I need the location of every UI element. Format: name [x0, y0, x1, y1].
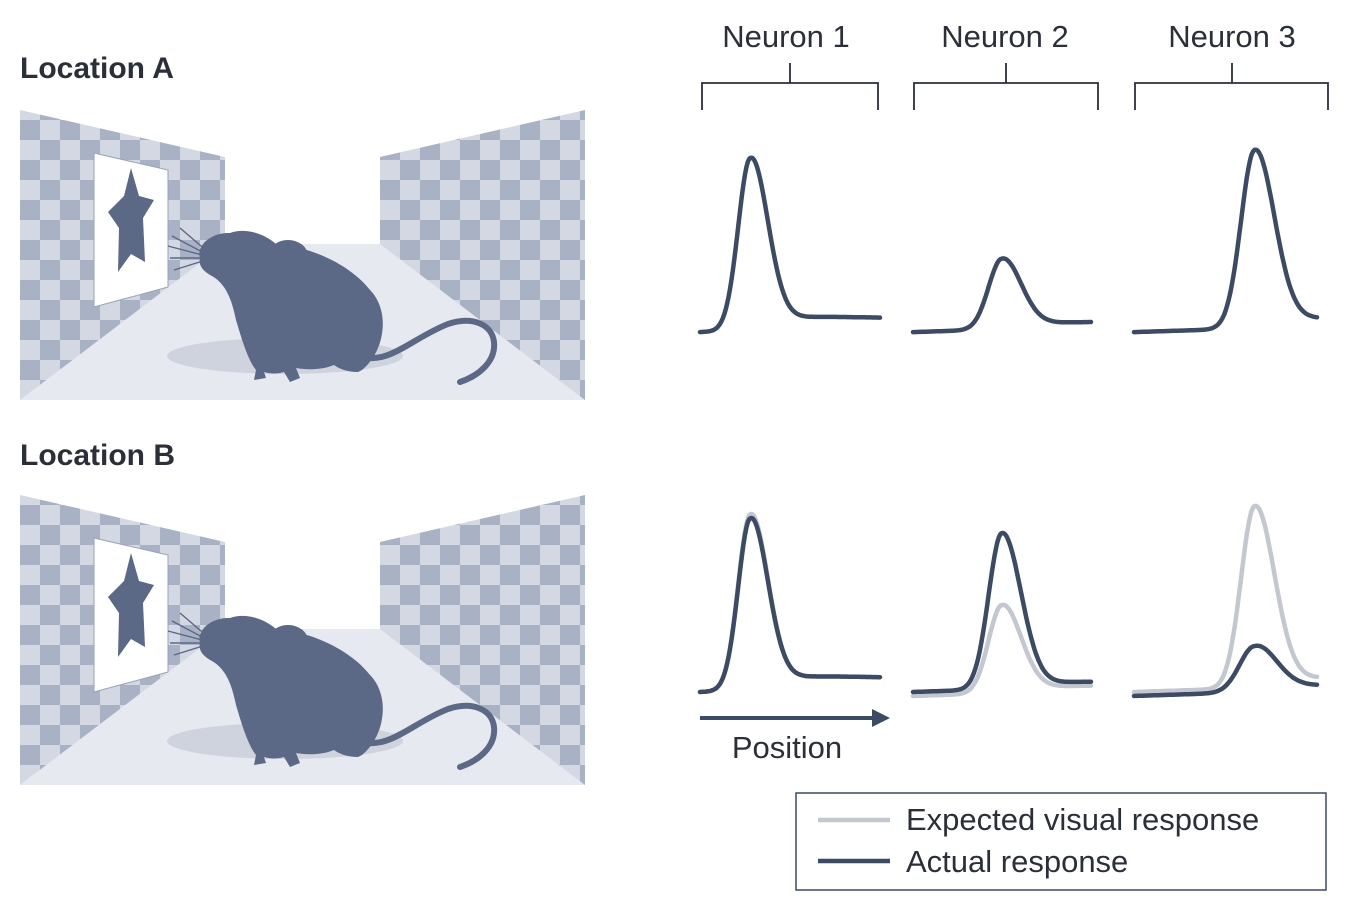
legend-actual-label: Actual response — [906, 844, 1128, 879]
location-a-neuron-3-actual-curve — [1131, 147, 1320, 335]
star-icon — [108, 553, 154, 657]
mouse-silhouette — [167, 227, 498, 385]
star-icon — [108, 168, 154, 272]
position-axis: Position — [700, 709, 890, 765]
neuron-3-bracket — [1134, 63, 1329, 110]
neuron-2-bracket — [913, 63, 1099, 110]
location-b-neuron-2-actual-curve — [910, 530, 1094, 695]
response-curves — [697, 147, 1320, 699]
location-b-label: Location B — [20, 439, 175, 472]
corridor-scene-a — [20, 110, 585, 400]
location-a-neuron-2-actual-curve — [910, 256, 1094, 335]
location-a-neuron-1-actual-curve — [697, 155, 883, 335]
location-b-neuron-3-actual-curve — [1131, 643, 1320, 699]
right-wall — [380, 110, 585, 400]
neuron-1-bracket — [701, 63, 879, 110]
neuron-1-label: Neuron 1 — [722, 19, 850, 54]
mouse-silhouette — [167, 612, 498, 770]
location-b-neuron-2-expected-curve — [910, 602, 1094, 699]
location-a-label: Location A — [20, 52, 174, 85]
legend: Expected visual response Actual response — [795, 792, 1327, 891]
position-label: Position — [732, 730, 842, 765]
location-b-neuron-1-actual-curve — [697, 515, 883, 695]
corridor-scene-b — [20, 495, 585, 785]
right-wall — [380, 495, 585, 785]
neuron-2-label: Neuron 2 — [941, 19, 1069, 54]
position-arrowhead-icon — [872, 709, 890, 727]
location-b-neuron-3-expected-curve — [1131, 503, 1320, 695]
legend-expected-label: Expected visual response — [906, 802, 1259, 837]
legend-box — [795, 792, 1327, 891]
neuron-3-label: Neuron 3 — [1168, 19, 1296, 54]
